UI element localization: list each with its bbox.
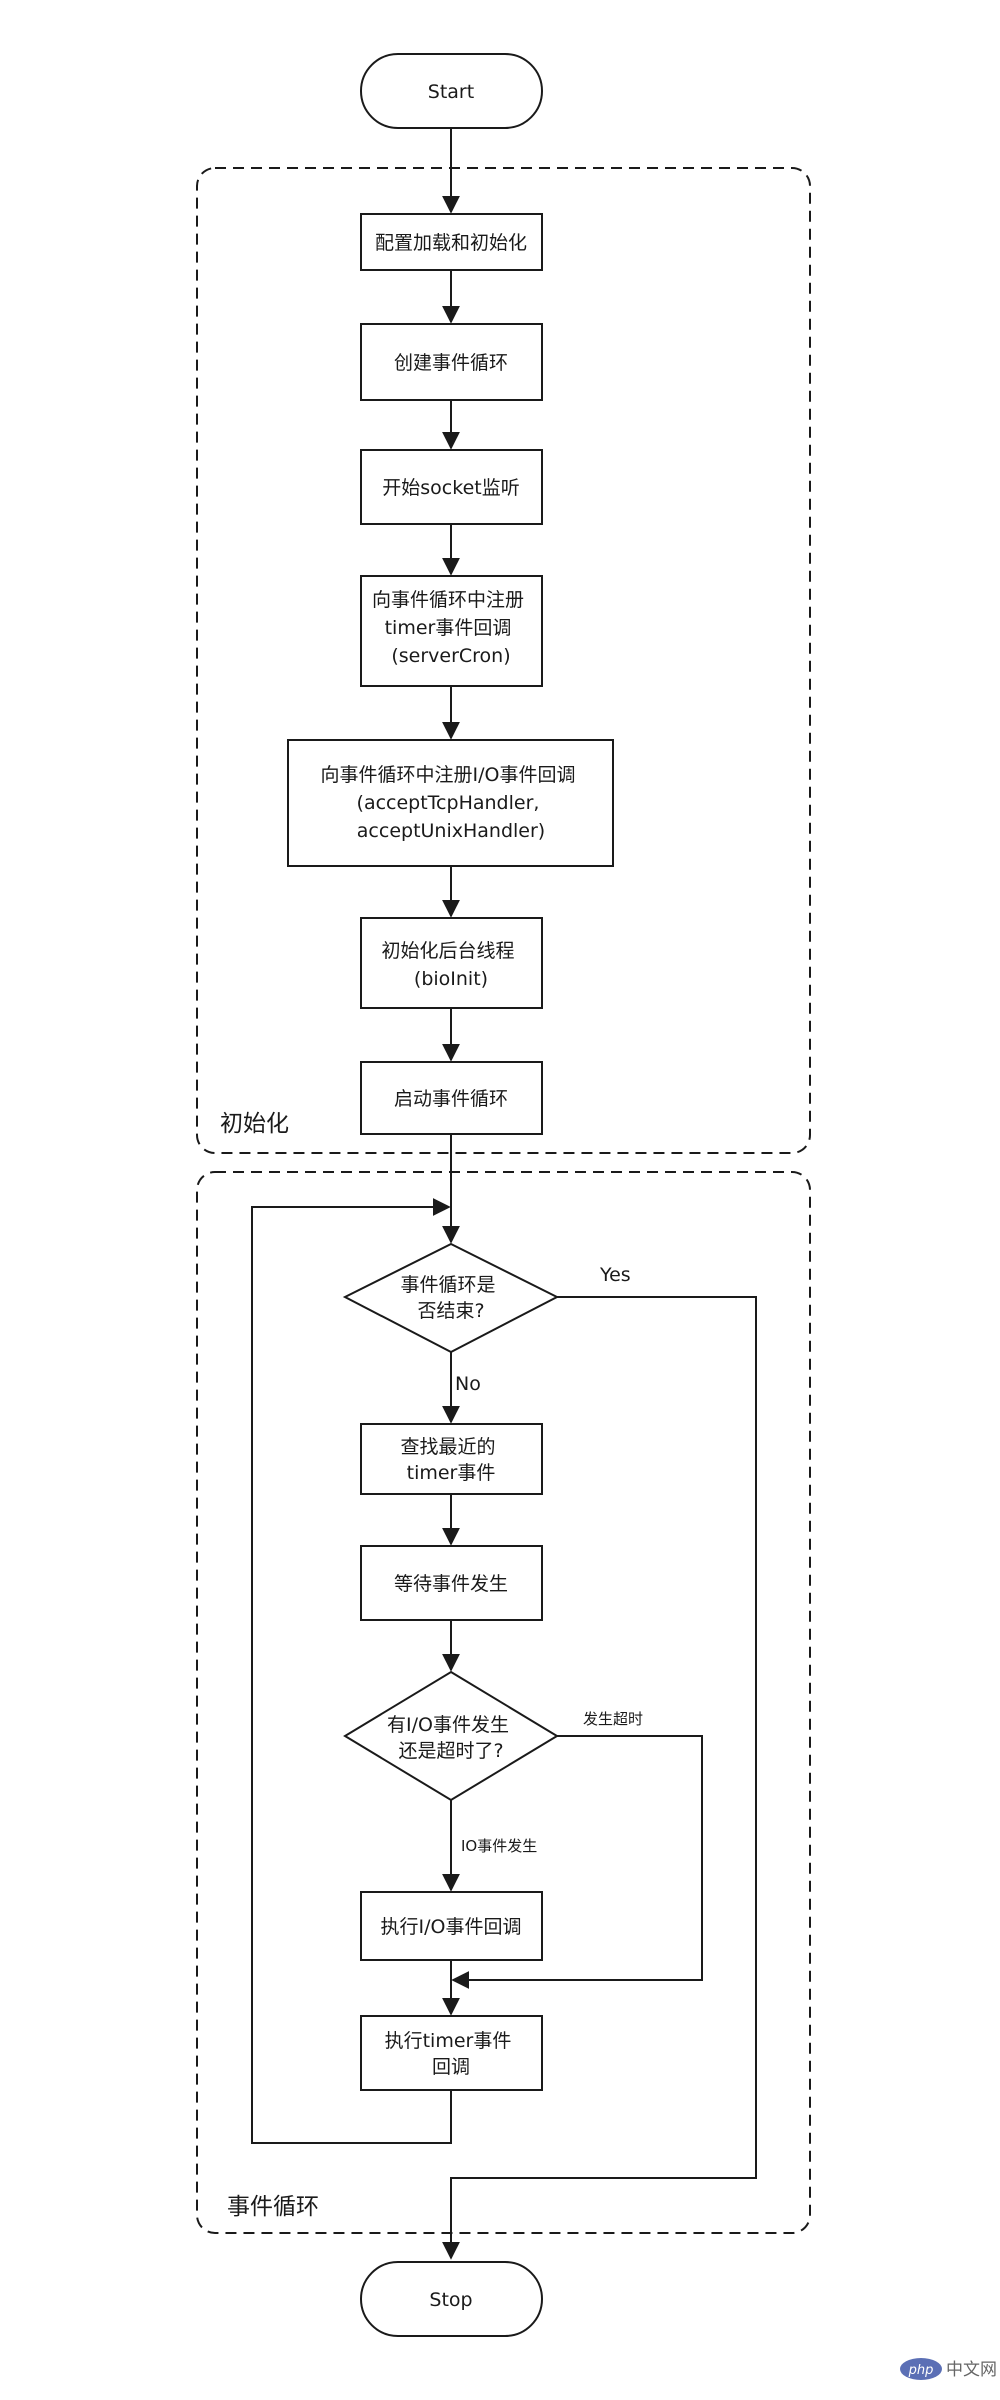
connectors [251,128,757,2260]
loop-end-label: 事件循环是 否结束? [400,1274,501,1322]
socket-box [360,449,543,525]
loop-end-decision [342,1242,560,1354]
exec-timer-label: 执行timer事件 回调 [385,2030,518,2078]
timer-register-label: 向事件循环中注册 timer事件回调 (serverCron) [372,589,530,667]
watermark-text: 中文网 [946,2360,997,2380]
php-logo-text: php [908,2363,934,2378]
io-register-box [287,739,614,867]
bio-init-box [360,917,543,1009]
timer-register-box [360,575,543,687]
stop-terminal [360,2261,543,2337]
loop-group-box [196,1171,811,2234]
find-timer-label: 查找最近的 timer事件 [400,1436,501,1484]
wait-box [360,1545,543,1621]
io-register-label: 向事件循环中注册I/O事件回调 (acceptTcpHandler, accep… [320,764,581,842]
config-label: 配置加载和初始化 [375,232,527,254]
edge-label-no: No [455,1373,481,1395]
io-or-timeout-label: 有I/O事件发生 还是超时了? [387,1714,515,1762]
create-loop-box [360,323,543,401]
start-loop-label: 启动事件循环 [394,1088,508,1110]
start-terminal [360,53,543,129]
start-label: Start [428,81,474,103]
create-loop-label: 创建事件循环 [394,352,508,374]
bio-init-label: 初始化后台线程 (bioInit) [381,940,520,990]
exec-timer-box [360,2015,543,2091]
edge-yes [442,1296,757,2260]
start-loop-box [360,1061,543,1135]
edge-label-timeout: 发生超时 [583,1710,643,1728]
edge-label-yes: Yes [599,1264,631,1286]
find-timer-box [360,1423,543,1495]
socket-label: 开始socket监听 [382,477,519,499]
io-or-timeout-decision [343,1670,559,1802]
edge-loop-back [251,1198,452,2144]
loop-group-label: 事件循环 [227,2194,319,2220]
watermark: php 中文网 [900,2358,997,2380]
edge-timeout [451,1735,703,1989]
edge-label-io-happened: IO事件发生 [461,1837,537,1855]
stop-label: Stop [429,2289,472,2311]
init-group-label: 初始化 [220,1111,289,1137]
wait-label: 等待事件发生 [394,1573,508,1595]
php-logo [900,2358,942,2380]
config-box [360,213,543,271]
init-group-box [196,167,811,1154]
exec-io-label: 执行I/O事件回调 [381,1916,522,1938]
exec-io-box [360,1891,543,1961]
